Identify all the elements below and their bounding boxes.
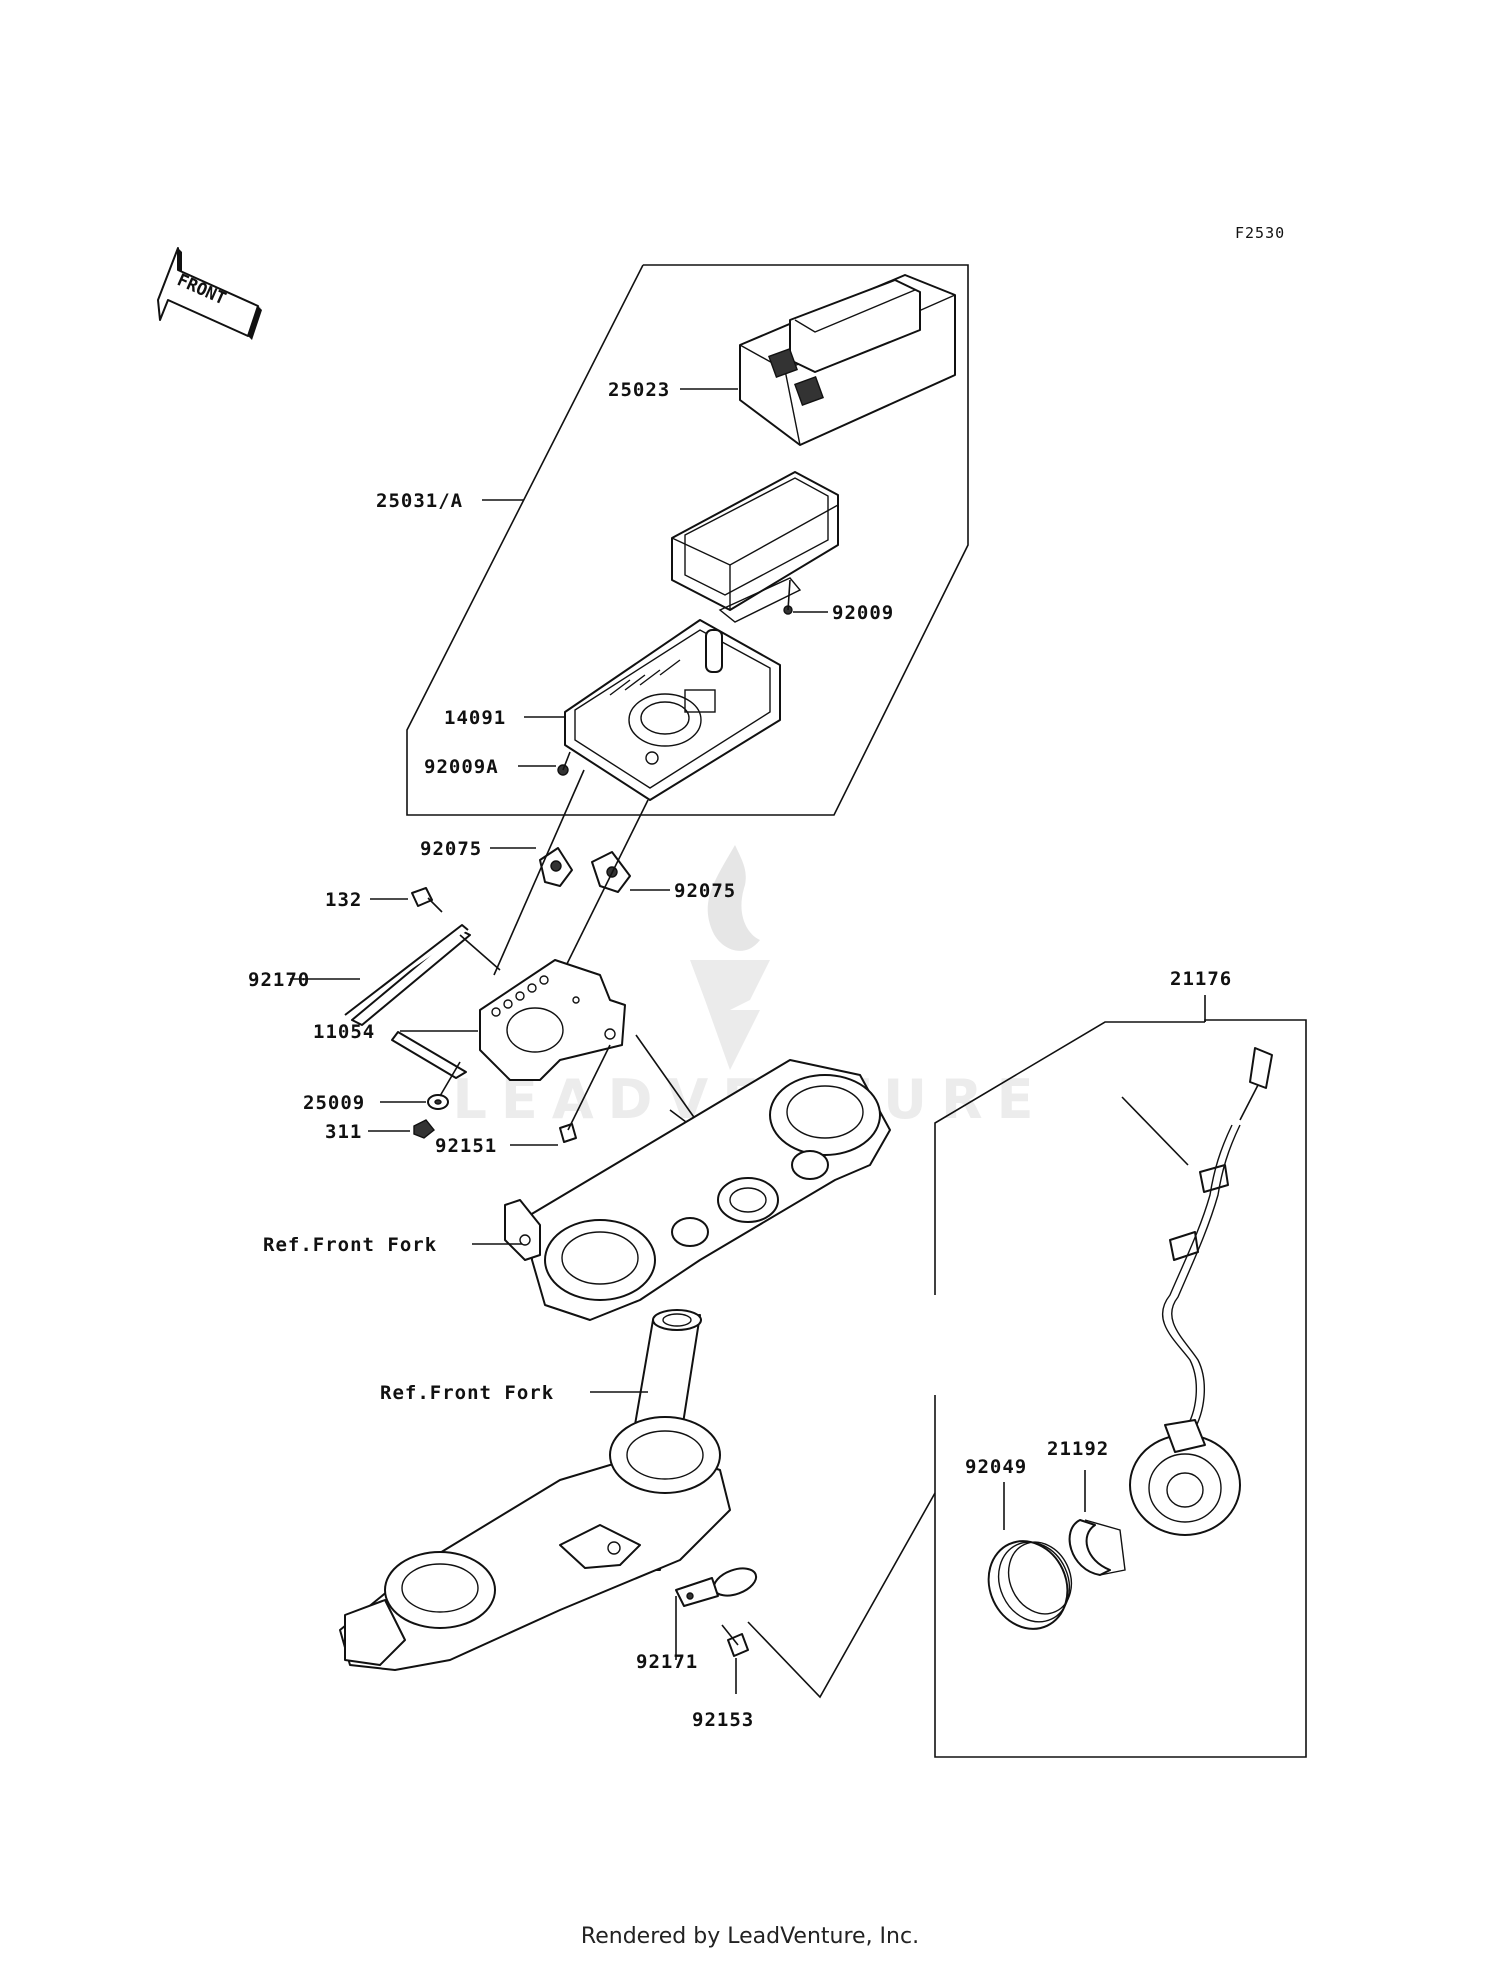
part-label-25023: 25023: [608, 379, 670, 401]
part-label-92075-left: 92075: [420, 838, 482, 860]
nut-311-part: [413, 1119, 435, 1139]
part-label-25009: 25009: [303, 1092, 365, 1114]
part-label-92171: 92171: [636, 1651, 698, 1673]
bolt-132-part: [411, 887, 443, 913]
part-label-311: 311: [325, 1121, 362, 1143]
washer-25009-part: [427, 1061, 461, 1110]
band-92170-part: [344, 924, 501, 1026]
part-label-92049: 92049: [965, 1456, 1027, 1478]
part-label-92009a: 92009A: [424, 756, 499, 778]
part-label-132: 132: [325, 889, 362, 911]
speed-sensor-21176-part: [1121, 1047, 1273, 1536]
footer-credit: Rendered by LeadVenture, Inc.: [580, 1924, 920, 1949]
grommet-92075-left-part: [539, 847, 573, 887]
bracket-11054-part: [479, 959, 626, 1081]
meter-cover-part: [739, 274, 956, 446]
lcd-unit-part: [671, 471, 839, 623]
part-label-14091: 14091: [444, 707, 506, 729]
bolt-92153-part: [721, 1624, 749, 1657]
front-arrow-icon: FRONT: [157, 247, 262, 340]
clip-21192-part: [1068, 1519, 1126, 1576]
diagram-code: F2530: [1235, 224, 1285, 242]
meter-case-part: [564, 619, 781, 801]
clamp-92171-part: [675, 1567, 758, 1607]
meter-assembly-outline: [406, 264, 969, 816]
part-label-92075-right: 92075: [674, 880, 736, 902]
bolt-92151-part: [559, 1044, 611, 1143]
part-label-92153: 92153: [692, 1709, 754, 1731]
grommet-92075-right-part: [591, 851, 631, 893]
lower-triple-clamp-part: [339, 1309, 731, 1671]
part-label-21192: 21192: [1047, 1438, 1109, 1460]
ref-front-fork-upper-label: Ref.Front Fork: [263, 1234, 437, 1256]
ref-front-fork-lower-label: Ref.Front Fork: [380, 1382, 554, 1404]
part-label-92009: 92009: [832, 602, 894, 624]
part-label-21176: 21176: [1170, 968, 1232, 990]
part-label-92170: 92170: [248, 969, 310, 991]
upper-triple-clamp-part: [504, 1059, 891, 1321]
part-label-92151: 92151: [435, 1135, 497, 1157]
part-label-11054: 11054: [313, 1021, 375, 1043]
seal-92049-part: [987, 1540, 1073, 1630]
part-label-25031a: 25031/A: [376, 490, 463, 512]
screw-92009a-part: [557, 751, 571, 776]
screw-92009-part: [783, 579, 793, 615]
